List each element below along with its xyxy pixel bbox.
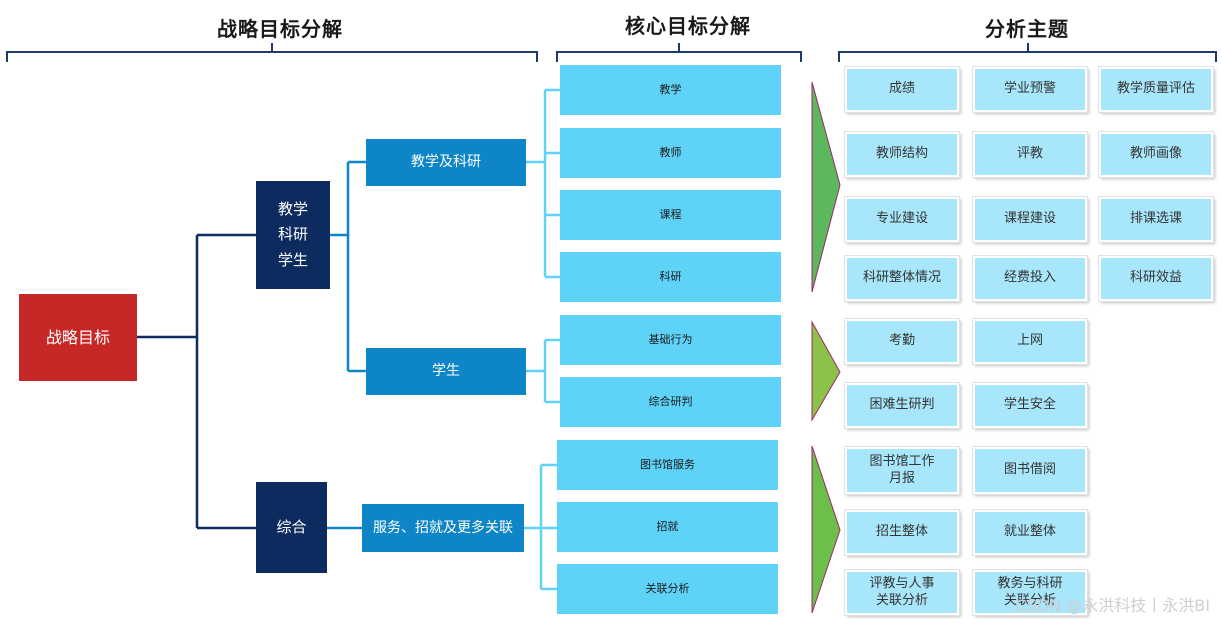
topic-academic-warning[interactable]: 学业预警 [973,67,1087,112]
root-connectors [137,233,256,530]
arrow-group2-icon [811,320,841,422]
level1-general[interactable]: 综合 [256,482,327,573]
header-brackets [6,43,1217,62]
bracket-topics [838,43,1217,62]
topic-library-monthly-report[interactable]: 图书馆工作 月报 [845,447,959,494]
topic-academic-research-correlation[interactable]: 教务与科研 关联分析 [973,570,1087,615]
core-goal-library-service[interactable]: 图书馆服务 [557,440,778,490]
core-goal-teachers[interactable]: 教师 [560,128,781,178]
topic-book-borrowing[interactable]: 图书借阅 [973,447,1087,494]
topic-teacher-portrait[interactable]: 教师画像 [1099,132,1213,177]
topic-teaching-quality[interactable]: 教学质量评估 [1099,67,1213,112]
topic-internet-access[interactable]: 上网 [973,319,1087,364]
core-goal-teaching[interactable]: 教学 [560,65,781,115]
arrow-group3-icon [811,445,841,614]
topic-student-safety[interactable]: 学生安全 [973,383,1087,428]
level2-student[interactable]: 学生 [366,348,526,395]
topic-course-construction[interactable]: 课程建设 [973,197,1087,242]
topic-enrollment-overview[interactable]: 招生整体 [845,510,959,555]
topic-attendance[interactable]: 考勤 [845,319,959,364]
core-goal-enrollment-employment[interactable]: 招就 [557,502,778,552]
topic-needy-student-analysis[interactable]: 困难生研判 [845,383,959,428]
topic-grades[interactable]: 成绩 [845,67,959,112]
bracket-core [556,43,802,62]
core-goal-comprehensive-analysis[interactable]: 综合研判 [560,377,781,427]
root-strategic-goal[interactable]: 战略目标 [19,294,137,381]
topic-major-construction[interactable]: 专业建设 [845,197,959,242]
core-goal-basic-behavior[interactable]: 基础行为 [560,315,781,365]
level2-services[interactable]: 服务、招就及更多关联 [362,504,524,552]
topic-teaching-evaluation[interactable]: 评教 [973,132,1087,177]
header-strategic: 战略目标分解 [217,17,343,41]
header-core: 核心目标分解 [625,14,751,38]
topic-research-benefit[interactable]: 科研效益 [1099,256,1213,301]
topic-research-overview[interactable]: 科研整体情况 [845,256,959,301]
bracket-strategic [6,43,538,62]
topic-course-scheduling[interactable]: 排课选课 [1099,197,1213,242]
core-goal-correlation-analysis[interactable]: 关联分析 [557,564,778,614]
core-goal-research[interactable]: 科研 [560,252,781,302]
core-goal-courses[interactable]: 课程 [560,190,781,240]
level2-connectors [524,88,560,591]
level1-teaching-research-student[interactable]: 教学 科研 学生 [256,181,330,289]
level1-connectors [327,160,366,530]
header-topics: 分析主题 [985,17,1069,41]
topic-evaluation-hr-correlation[interactable]: 评教与人事 关联分析 [845,570,959,615]
topic-teacher-structure[interactable]: 教师结构 [845,132,959,177]
topic-funding-input[interactable]: 经费投入 [973,256,1087,301]
arrow-group1-icon [811,81,841,293]
topic-employment-overview[interactable]: 就业整体 [973,510,1087,555]
watermark: CSDN @永洪科技丨永洪BI [1015,596,1210,615]
level2-teaching-research[interactable]: 教学及科研 [366,139,526,186]
